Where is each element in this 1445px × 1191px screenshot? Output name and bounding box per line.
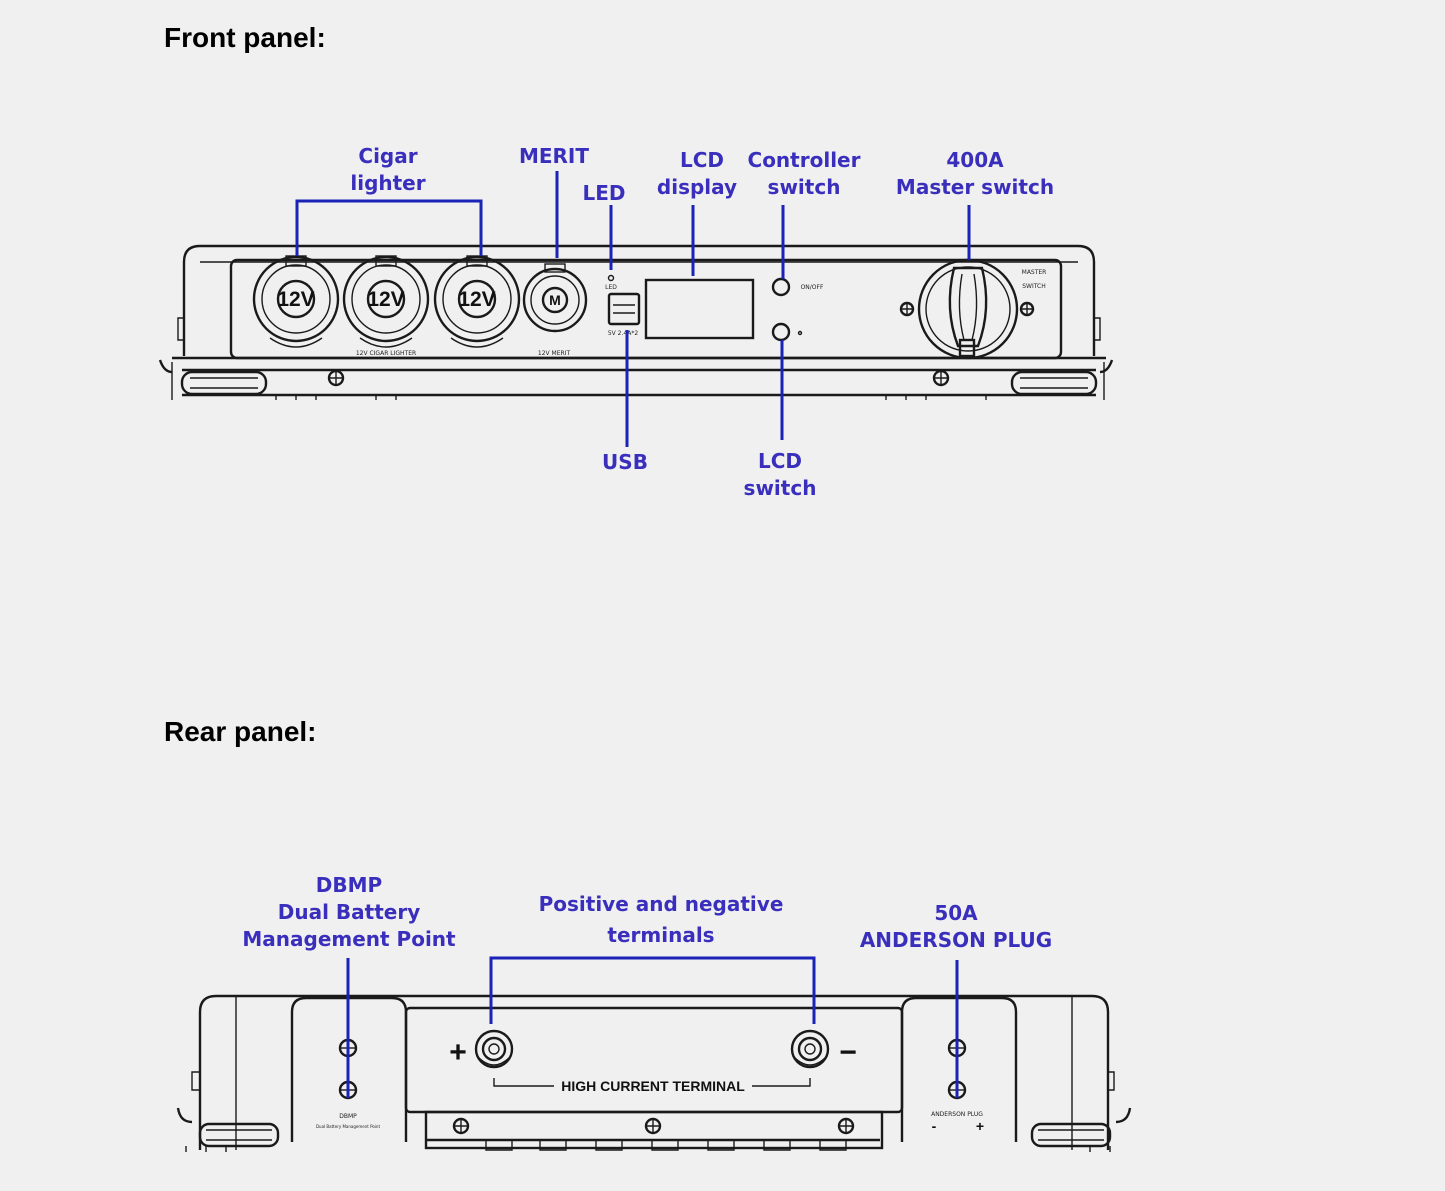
negative-terminal[interactable] — [790, 1029, 830, 1069]
label-lcd-switch-1: LCD — [758, 449, 802, 473]
screw-icon — [837, 1117, 855, 1135]
label-master-switch-1: 400A — [946, 148, 1004, 172]
merit-caption: 12V MERIT — [538, 350, 571, 357]
cigar-lighter-socket-2[interactable]: 12V — [342, 255, 430, 348]
label-cigar-lighter-1: Cigar — [358, 144, 417, 168]
socket-voltage-label: 12V — [458, 288, 495, 311]
master-switch-caption-1: MASTER — [1022, 269, 1047, 276]
front-panel-title: Front panel: — [164, 22, 326, 53]
label-controller-switch-2: switch — [768, 175, 841, 199]
controller-switch-button[interactable] — [771, 277, 791, 297]
rear-panel-body — [176, 994, 1132, 1152]
anderson-minus-label: - — [932, 1118, 937, 1134]
label-master-switch-2: Master switch — [896, 175, 1054, 199]
plus-sign: + — [449, 1036, 467, 1069]
screw-icon — [1019, 301, 1035, 317]
front-panel-body — [158, 244, 1114, 400]
label-dbmp-2: Dual Battery — [278, 900, 420, 924]
label-led: LED — [582, 181, 625, 205]
on-off-caption: ON/OFF — [801, 284, 824, 291]
label-dbmp-3: Management Point — [242, 927, 456, 951]
high-current-terminal-caption: HIGH CURRENT TERMINAL — [561, 1078, 745, 1094]
cigar-lighter-socket-3[interactable]: 12V — [433, 255, 521, 348]
anderson-caption: ANDERSON PLUG — [931, 1111, 983, 1118]
front-panel-diagram: Cigar lighter MERIT LED LCD display Cont… — [158, 144, 1114, 500]
anderson-plus-label: + — [976, 1118, 984, 1134]
rear-panel-diagram: DBMP Dual Battery Management Point Posit… — [176, 873, 1132, 1152]
screw-icon — [327, 369, 345, 387]
label-cigar-lighter-2: lighter — [350, 171, 425, 195]
screw-icon — [932, 369, 950, 387]
lcd-display — [644, 278, 755, 340]
rear-panel-title: Rear panel: — [164, 716, 317, 747]
merit-letter: M — [549, 292, 561, 308]
label-terminals-1: Positive and negative — [539, 892, 784, 916]
label-terminals-2: terminals — [607, 923, 714, 947]
lcd-switch-dot-icon — [797, 330, 803, 336]
screw-icon — [452, 1117, 470, 1135]
label-anderson-2: ANDERSON PLUG — [860, 928, 1052, 952]
usb-port[interactable] — [607, 292, 641, 326]
led-caption: LED — [605, 284, 617, 291]
screw-icon — [644, 1117, 662, 1135]
screw-icon — [899, 301, 915, 317]
usb-caption: 5V 2.4A*2 — [608, 330, 638, 337]
label-dbmp-1: DBMP — [316, 873, 382, 897]
led-indicator — [607, 274, 615, 282]
lcd-switch-button[interactable] — [771, 322, 791, 342]
cigar-lighter-caption: 12V CIGAR LIGHTER — [356, 350, 416, 357]
label-lcd-display-1: LCD — [680, 148, 724, 172]
minus-sign: − — [839, 1036, 857, 1069]
label-lcd-display-2: display — [657, 175, 737, 199]
label-anderson-1: 50A — [934, 901, 978, 925]
master-switch-caption-2: SWITCH — [1022, 283, 1046, 290]
socket-voltage-label: 12V — [367, 288, 404, 311]
dbmp-caption-2: Dual Battery Management Point — [316, 1124, 381, 1129]
label-usb: USB — [602, 450, 648, 474]
master-switch-knob[interactable] — [917, 258, 1019, 360]
socket-voltage-label: 12V — [277, 288, 314, 311]
label-lcd-switch-2: switch — [744, 476, 817, 500]
cigar-lighter-socket-1[interactable]: 12V — [252, 255, 340, 348]
leader-terminals — [489, 956, 816, 1024]
dbmp-caption: DBMP — [339, 1113, 357, 1120]
leader-cigar-lighter — [295, 199, 483, 256]
label-merit: MERIT — [519, 144, 589, 168]
positive-terminal[interactable] — [474, 1029, 514, 1069]
merit-socket[interactable]: M — [522, 263, 588, 333]
label-controller-switch-1: Controller — [748, 148, 861, 172]
